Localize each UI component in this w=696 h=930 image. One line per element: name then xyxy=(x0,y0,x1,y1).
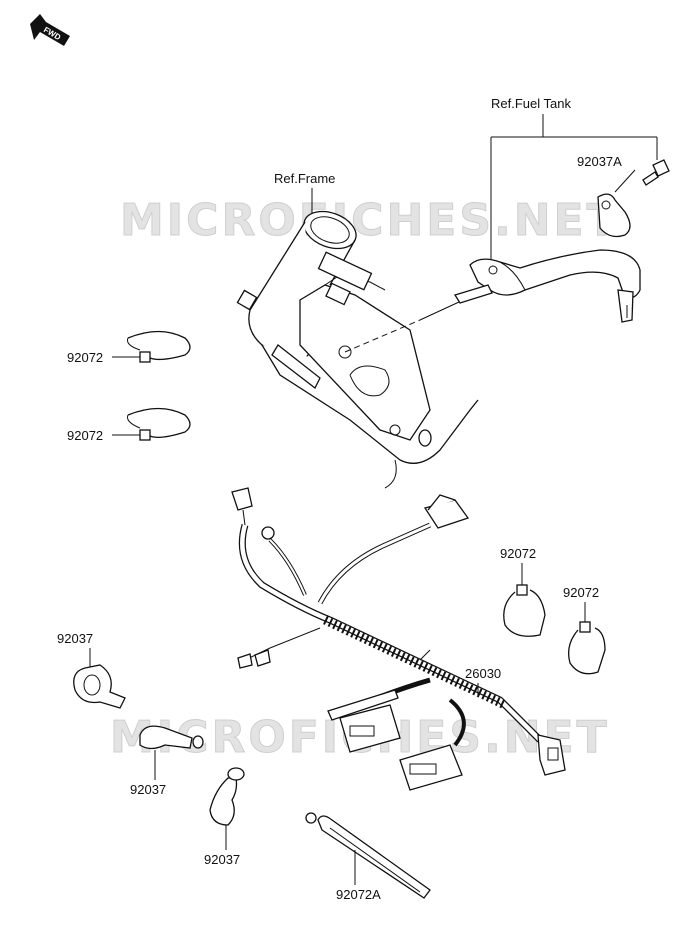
ref-fuel-tank-label: Ref.Fuel Tank xyxy=(491,96,571,111)
clamp-92037-c-icon xyxy=(209,767,245,826)
watermark-top: MICROFICHES.NET xyxy=(120,195,620,246)
ref-frame-label: Ref.Frame xyxy=(274,171,335,186)
ref-fuel-tank-leader xyxy=(490,114,658,262)
callout-band-upper: 92072 xyxy=(67,350,103,365)
callout-92037A: 92037A xyxy=(577,154,622,169)
frame-drawing xyxy=(236,210,479,489)
callout-strap-92072A: 92072A xyxy=(336,887,381,902)
clamp-92037-a-icon xyxy=(73,664,126,709)
callout-band-right-a: 92072 xyxy=(500,546,536,561)
callout-clamp-c: 92037 xyxy=(204,852,240,867)
clamp-92037A-icon xyxy=(597,193,631,238)
callout-band-right-b: 92072 xyxy=(563,585,599,600)
band-92072-right-a-icon xyxy=(503,584,546,637)
bolt-92037A-icon xyxy=(642,159,670,186)
band-92072-upper-icon xyxy=(127,330,191,363)
alignment-dash-line xyxy=(344,319,421,353)
band-92072-lower-icon xyxy=(127,407,191,441)
fwd-arrow-icon: FWD xyxy=(30,14,70,46)
callout-harness-26030: 26030 xyxy=(465,666,501,681)
callout-clamp-a: 92037 xyxy=(57,631,93,646)
clamp-92037-b-icon xyxy=(139,725,204,750)
band-92072-right-b-icon xyxy=(567,621,606,675)
strap-92072A-icon xyxy=(305,812,431,899)
callout-band-lower: 92072 xyxy=(67,428,103,443)
wire-harness-drawing xyxy=(231,487,566,791)
fuel-tank-bracket-drawing xyxy=(453,249,641,323)
callout-92037A-leader xyxy=(614,169,636,193)
callout-clamp-b: 92037 xyxy=(130,782,166,797)
